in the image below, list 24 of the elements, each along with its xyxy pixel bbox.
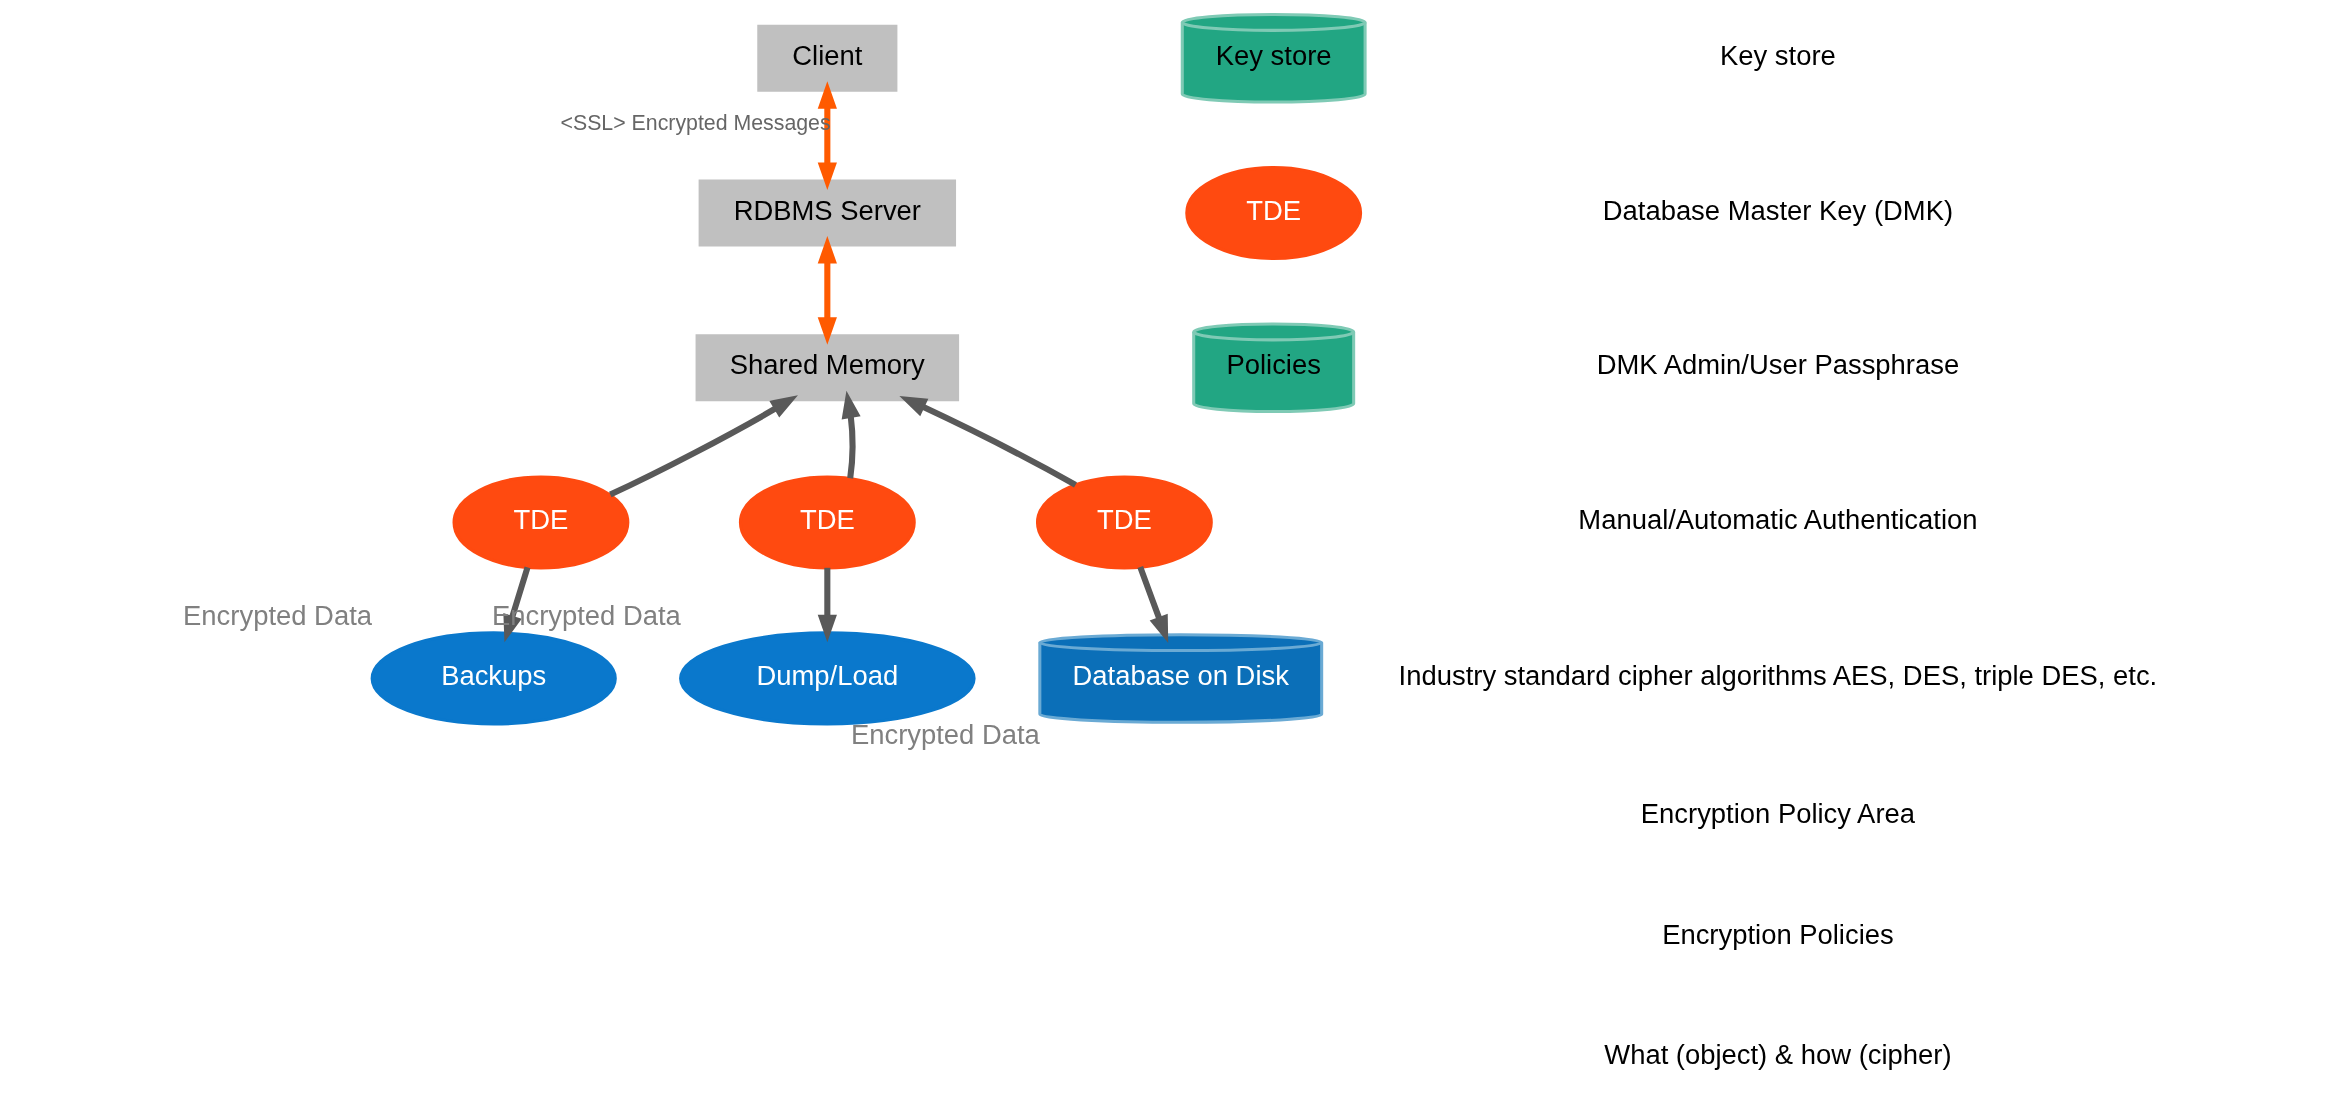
node-ellipse: Backups xyxy=(370,631,617,726)
label: Industry standard cipher algorithms AES, DES, triple DES, etc. xyxy=(1398,660,2158,692)
node-box: Client xyxy=(757,24,898,92)
node-box: Shared Memory xyxy=(695,334,960,402)
arrow xyxy=(1137,565,1169,643)
node-ellipse: TDE xyxy=(1035,475,1213,570)
arrow xyxy=(817,236,837,345)
node-box: RDBMS Server xyxy=(698,179,957,247)
label: DMK Admin/User Passphrase xyxy=(1596,349,1960,381)
label: Database Master Key (DMK) xyxy=(1602,194,1954,226)
label: What (object) & how (cipher) xyxy=(1604,1039,1952,1071)
label: Encryption Policy Area xyxy=(1640,798,1916,830)
node-ellipse: TDE xyxy=(452,475,630,570)
node-label: Encrypted Data xyxy=(183,599,372,631)
node-ellipse: TDE xyxy=(1185,165,1363,261)
label: Encryption Policies xyxy=(1662,918,1894,950)
arrow xyxy=(899,395,1077,488)
arrow xyxy=(817,567,837,643)
arrow xyxy=(841,390,861,479)
arrow xyxy=(609,395,798,498)
label: Manual/Automatic Authentication xyxy=(1578,504,1978,536)
arrow xyxy=(817,81,837,191)
label: Key store xyxy=(1720,39,1836,71)
node-ellipse: TDE xyxy=(738,475,916,570)
